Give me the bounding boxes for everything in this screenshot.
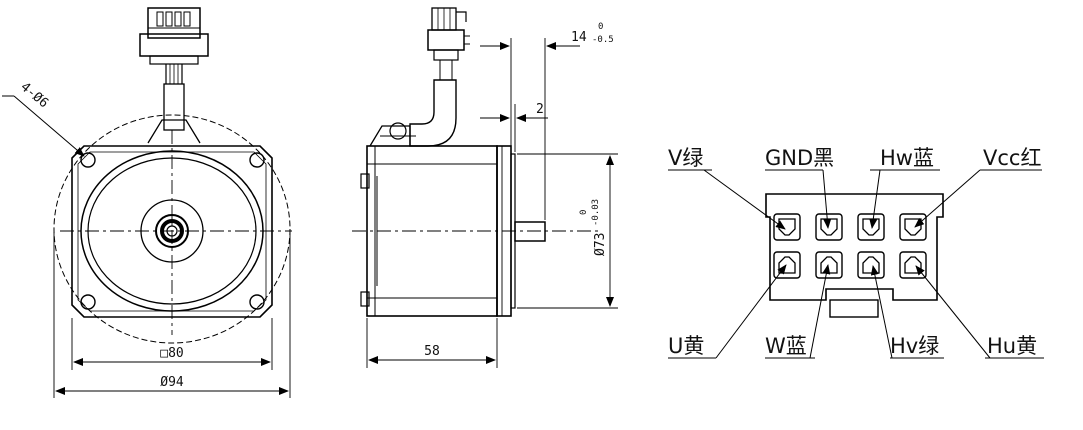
diameter-dimension: Ø94 <box>160 375 184 390</box>
pilot-diameter-dimension: Ø73 <box>593 233 608 256</box>
shaft-tolerance-lower: -0.5 <box>592 35 614 45</box>
flange-thickness-dimension: 2 <box>536 102 544 117</box>
pin-vcc <box>899 213 927 241</box>
front-connector <box>139 7 209 144</box>
label-hu-yellow: Hu黄 <box>987 334 1037 358</box>
pin-u <box>773 251 801 279</box>
label-vcc-red: Vcc红 <box>983 146 1041 170</box>
pin-gnd <box>815 213 843 241</box>
pin-w <box>815 251 843 279</box>
shaft-tolerance-upper: 0 <box>598 22 603 32</box>
label-hw-blue: Hw蓝 <box>880 146 934 170</box>
label-gnd-black: GND黑 <box>765 146 834 170</box>
connector-pinout <box>668 169 1044 359</box>
pilot-tolerance-lower: -0.03 <box>591 199 601 226</box>
label-u-yellow: U黄 <box>668 334 704 358</box>
shaft-length-dimension: 14 <box>571 30 587 45</box>
label-v-green: V绿 <box>668 146 703 170</box>
side-connector <box>409 7 470 147</box>
square-dimension: □80 <box>160 346 183 361</box>
pin-v <box>773 213 801 241</box>
front-view <box>2 7 292 398</box>
label-hv-green: Hv绿 <box>890 334 939 358</box>
pin-hv <box>857 251 885 279</box>
hole-callout: 4-Ø6 <box>17 80 51 112</box>
pin-hw <box>857 213 885 241</box>
label-w-blue: W蓝 <box>765 334 807 358</box>
pilot-tolerance-upper: 0 <box>579 210 589 215</box>
side-view <box>352 7 618 368</box>
body-length-dimension: 58 <box>424 344 440 359</box>
